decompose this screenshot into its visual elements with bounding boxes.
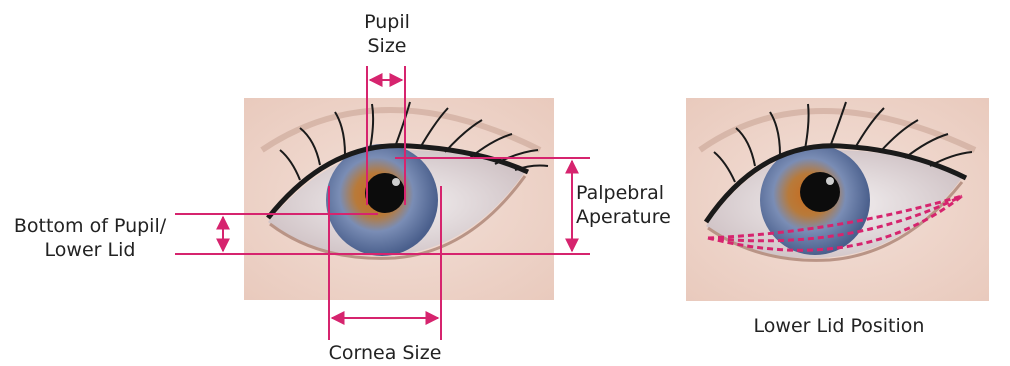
pupil-size-label-line2: Size	[345, 34, 429, 58]
bottom-pupil-lower-lid-label: Bottom of Pupil/ Lower Lid	[6, 214, 174, 262]
bottom-pupil-label-line2: Lower Lid	[6, 238, 174, 262]
right-eye-photo	[686, 98, 989, 301]
cornea-size-label: Cornea Size	[312, 341, 458, 365]
palpebral-label-line1: Palpebral	[576, 181, 671, 205]
palpebral-aperture-label: Palpebral Aperature	[576, 181, 671, 229]
lower-lid-position-label: Lower Lid Position	[734, 314, 944, 338]
pupil-size-label: Pupil Size	[345, 10, 429, 58]
left-eye-photo	[244, 98, 554, 300]
pupil-size-label-line1: Pupil	[345, 10, 429, 34]
palpebral-label-line2: Aperature	[576, 205, 671, 229]
bottom-pupil-label-line1: Bottom of Pupil/	[6, 214, 174, 238]
